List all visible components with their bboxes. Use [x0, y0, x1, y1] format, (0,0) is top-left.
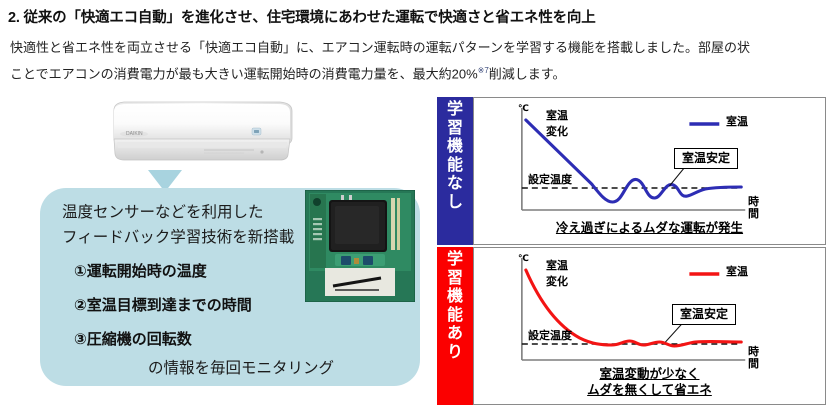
body-paragraph: 快適性と省エネ性を両立させる「快適エコ自動」に、エアコン運転時の運転パターンを学…: [10, 36, 830, 85]
y-axis-title-line-1: 室温: [546, 110, 568, 122]
chart-svg-with-learning: [521, 258, 746, 361]
info-box-item-2: ②室温目標到達までの時間: [74, 297, 252, 314]
x-axis-title: 時 間: [748, 346, 759, 370]
strip-char: 機: [446, 288, 463, 305]
body-line-2: ことでエアコンの消費電力が最も大きい運転開始時の消費電力量を、最大約20%※7削…: [10, 59, 830, 85]
strip-char: 学: [446, 251, 463, 268]
strip-char: 習: [446, 269, 463, 287]
x-axis-title-line-1: 時: [748, 346, 759, 358]
chart-panel-with-learning: 学 習 機 能 あ り ℃ 室温 変化 設定温度 室温安定 室温 時 間 室温変…: [437, 247, 826, 405]
air-conditioner-photo: DAIKIN: [104, 98, 300, 170]
strip-char: あ: [446, 325, 463, 342]
x-axis-title-line-1: 時: [748, 196, 759, 208]
strip-char: 能: [446, 306, 463, 324]
legend-label: 室温: [726, 266, 748, 278]
y-axis-title-line-1: 室温: [546, 260, 568, 272]
body-line-2-post: 削減します。: [488, 66, 566, 82]
legend-label: 室温: [726, 116, 748, 128]
chart-caption-line-1: 室温変動が少なく: [599, 367, 700, 381]
strip-char: 学: [446, 101, 463, 118]
y-axis-title-line-2: 変化: [546, 126, 568, 138]
y-axis-unit-label: ℃: [518, 253, 529, 263]
strip-label-no-learning: 学 習 機 能 な し: [437, 97, 473, 245]
y-axis-unit-label: ℃: [518, 103, 529, 113]
body-line-1: 快適性と省エネ性を両立させる「快適エコ自動」に、エアコン運転時の運転パターンを学…: [10, 40, 750, 55]
chart-panel-no-learning: 学 習 機 能 な し ℃ 室温 変化 設定温度 室温安定 室温 時 間: [437, 97, 826, 245]
stability-callout: 室温安定: [674, 148, 739, 169]
chart-area-with-learning: ℃ 室温 変化 設定温度 室温安定 室温 時 間 室温変動が少なく ムダを無くし…: [473, 247, 826, 405]
info-box-lead-line-1: 温度センサーなどを利用した: [62, 204, 264, 221]
x-axis-title: 時 間: [748, 196, 759, 220]
strip-char: 能: [446, 156, 463, 174]
strip-label-with-learning: 学 習 機 能 あ り: [437, 247, 473, 405]
chart-svg-no-learning: [521, 108, 746, 211]
x-axis-title-line-2: 間: [748, 358, 759, 370]
chart-caption-no-learning: 冷え過ぎによるムダな運転が発生: [474, 220, 825, 236]
stability-callout: 室温安定: [672, 304, 737, 325]
info-box-lead-line-2: フィードバック学習技術を新搭載: [62, 229, 295, 246]
setpoint-label: 設定温度: [528, 330, 572, 342]
strip-char: な: [446, 175, 463, 192]
strip-char: 習: [446, 119, 463, 137]
circuit-board-photo: [305, 190, 415, 302]
pointer-triangle-icon: [148, 170, 182, 192]
page-title: 2. 従来の「快適エコ自動」を進化させ、住宅環境にあわせた運転で快適さと省エネ性…: [8, 10, 596, 26]
info-box-item-1: ①運転開始時の温度: [74, 263, 207, 280]
info-box-lead: 温度センサーなどを利用した フィードバック学習技術を新搭載: [62, 200, 294, 250]
chart-area-no-learning: ℃ 室温 変化 設定温度 室温安定 室温 時 間 冷え過ぎによるムダな運転が発生: [473, 97, 826, 245]
strip-char: り: [446, 343, 463, 361]
info-box-item-3: ③圧縮機の回転数: [74, 331, 192, 348]
strip-char: 機: [446, 138, 463, 155]
x-axis-title-line-2: 間: [748, 208, 759, 220]
chart-caption-with-learning: 室温変動が少なく ムダを無くして省エネ: [474, 366, 825, 398]
footnote-marker: ※7: [477, 66, 489, 75]
strip-char: し: [446, 193, 463, 211]
body-line-2-pre: ことでエアコンの消費電力が最も大きい運転開始時の消費電力量を、最大約20%: [10, 66, 478, 82]
chart-caption-line-2: ムダを無くして省エネ: [587, 383, 712, 397]
chart-caption-line-1: 冷え過ぎによるムダな運転が発生: [555, 221, 744, 235]
svg-text:DAIKIN: DAIKIN: [126, 131, 143, 137]
setpoint-label: 設定温度: [528, 174, 572, 186]
y-axis-title-line-2: 変化: [546, 276, 568, 288]
info-box-tail: の情報を毎回モニタリング: [148, 360, 335, 377]
